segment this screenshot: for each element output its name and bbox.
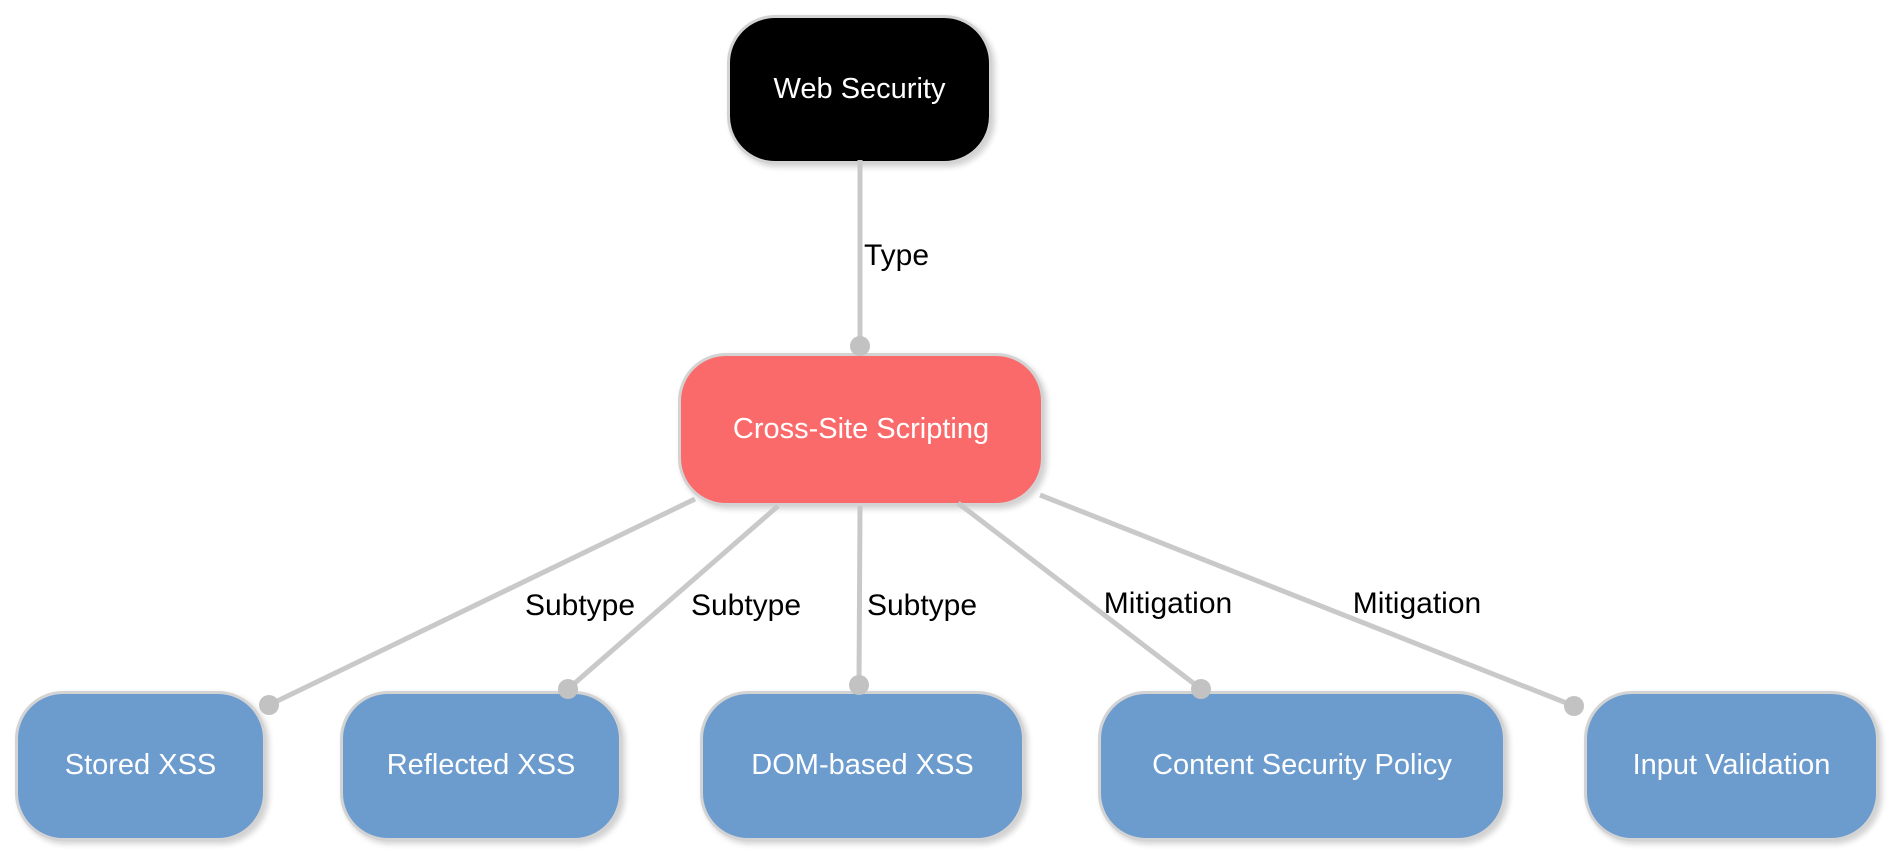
node-label: Web Security (773, 72, 946, 105)
node-input-validation[interactable]: Input Validation (1584, 691, 1879, 841)
node-label: Input Validation (1632, 749, 1831, 782)
node-label: DOM-based XSS (751, 749, 974, 782)
node-cross-site-scripting[interactable]: Cross-Site Scripting (678, 353, 1044, 506)
edge-endpoint-dot (259, 695, 279, 715)
edge-label-subtype-2: Subtype (690, 589, 802, 622)
node-label: Cross-Site Scripting (732, 412, 990, 445)
edge-label-type: Type (864, 239, 930, 272)
edge-label-subtype-3: Subtype (866, 589, 978, 622)
node-web-security[interactable]: Web Security (727, 15, 992, 164)
node-label: Content Security Policy (1152, 749, 1452, 782)
edge-label-subtype-1: Subtype (524, 589, 636, 622)
node-stored-xss[interactable]: Stored XSS (15, 691, 266, 841)
node-label: Reflected XSS (386, 749, 576, 782)
node-dom-based-xss[interactable]: DOM-based XSS (700, 691, 1025, 841)
node-label: Stored XSS (64, 749, 217, 782)
node-content-security-policy[interactable]: Content Security Policy (1098, 691, 1506, 841)
node-reflected-xss[interactable]: Reflected XSS (340, 691, 622, 841)
edge-label-mitigation-1: Mitigation (1103, 587, 1233, 620)
edge-subtype-dom (856, 505, 863, 686)
edge-endpoint-dot (1564, 696, 1584, 716)
edge-label-mitigation-2: Mitigation (1352, 587, 1482, 620)
